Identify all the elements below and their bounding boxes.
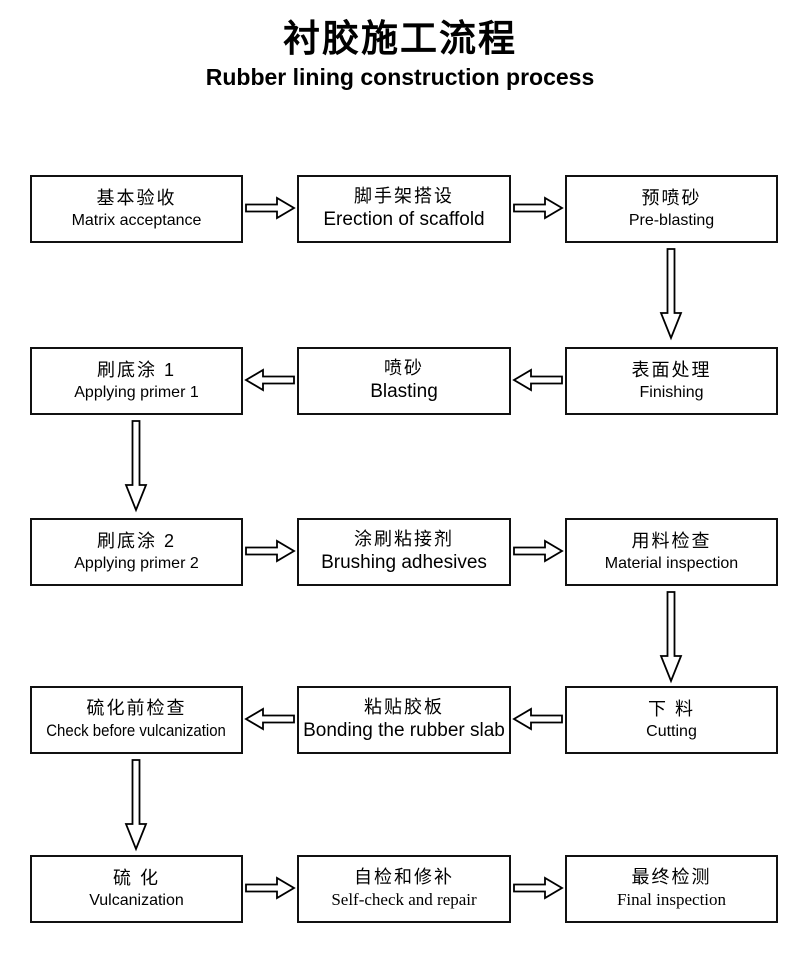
flow-node-brushing-adhesives: 涂刷粘接剂 Brushing adhesives — [297, 518, 511, 586]
flow-node-cutting: 下 料 Cutting — [565, 686, 778, 754]
node-label-zh: 最终检测 — [631, 867, 712, 888]
node-label-en: Finishing — [639, 383, 704, 401]
node-label-en: Vulcanization — [89, 891, 184, 909]
node-label-en: Pre-blasting — [628, 211, 715, 229]
flow-node-applying-primer-2: 刷底涂 2 Applying primer 2 — [30, 518, 243, 586]
flow-node-self-check-and-repair: 自检和修补 Self-check and repair — [297, 855, 511, 923]
node-label-zh: 基本验收 — [96, 187, 177, 208]
flow-node-erection-of-scaffold: 脚手架搭设 Erection of scaffold — [297, 175, 511, 243]
node-label-zh: 脚手架搭设 — [354, 186, 454, 207]
arrow-right-icon — [512, 538, 564, 564]
node-label-zh: 喷砂 — [384, 358, 424, 379]
node-label-en: Check before vulcanization — [46, 721, 227, 741]
flow-node-finishing: 表面处理 Finishing — [565, 347, 778, 415]
arrow-down-icon — [658, 247, 684, 341]
node-label-zh: 涂刷粘接剂 — [354, 529, 454, 550]
node-label-en: Applying primer 2 — [74, 554, 199, 572]
node-label-zh: 下 料 — [647, 698, 695, 719]
arrow-right-icon — [244, 875, 296, 901]
node-label-en: Matrix acceptance — [71, 211, 202, 229]
node-label-zh: 硫 化 — [112, 867, 160, 888]
arrow-right-icon — [244, 195, 296, 221]
arrow-down-icon — [123, 419, 149, 513]
node-label-zh: 粘贴胶板 — [364, 697, 444, 718]
arrow-down-icon — [123, 758, 149, 852]
flow-node-blasting: 喷砂 Blasting — [297, 347, 511, 415]
node-label-zh: 硫化前检查 — [86, 698, 187, 719]
arrow-right-icon — [512, 875, 564, 901]
node-label-zh: 预喷砂 — [641, 187, 702, 208]
flow-node-pre-blasting: 预喷砂 Pre-blasting — [565, 175, 778, 243]
node-label-en: Applying primer 1 — [74, 383, 199, 401]
node-label-en: Bonding the rubber slab — [303, 719, 505, 741]
flow-node-material-inspection: 用料检查 Material inspection — [565, 518, 778, 586]
arrow-left-icon — [512, 706, 564, 732]
flow-node-final-inspection: 最终检测 Final inspection — [565, 855, 778, 923]
page-title-en: Rubber lining construction process — [205, 64, 595, 90]
node-label-en: Self-check and repair — [331, 890, 477, 910]
flow-node-check-before-vulcanization: 硫化前检查 Check before vulcanization — [30, 686, 243, 754]
node-label-en: Blasting — [370, 380, 438, 402]
node-label-en: Erection of scaffold — [323, 208, 485, 230]
node-label-en: Material inspection — [604, 554, 739, 572]
flow-node-applying-primer-1: 刷底涂 1 Applying primer 1 — [30, 347, 243, 415]
node-label-zh: 用料检查 — [631, 530, 712, 551]
page-title-zh: 衬胶施工流程 — [283, 18, 517, 59]
flow-node-matrix-acceptance: 基本验收 Matrix acceptance — [30, 175, 243, 243]
arrow-left-icon — [244, 367, 296, 393]
node-label-en: Cutting — [646, 722, 697, 740]
arrow-right-icon — [244, 538, 296, 564]
flow-node-bonding-rubber-slab: 粘贴胶板 Bonding the rubber slab — [297, 686, 511, 754]
node-label-zh: 表面处理 — [631, 359, 712, 380]
node-label-en: Final inspection — [616, 890, 727, 910]
node-label-en: Brushing adhesives — [321, 551, 487, 573]
node-label-zh: 刷底涂 1 — [96, 359, 176, 380]
arrow-left-icon — [244, 706, 296, 732]
arrow-down-icon — [658, 590, 684, 684]
node-label-zh: 刷底涂 2 — [96, 530, 176, 551]
flow-node-vulcanization: 硫 化 Vulcanization — [30, 855, 243, 923]
arrow-left-icon — [512, 367, 564, 393]
arrow-right-icon — [512, 195, 564, 221]
node-label-zh: 自检和修补 — [354, 867, 454, 888]
